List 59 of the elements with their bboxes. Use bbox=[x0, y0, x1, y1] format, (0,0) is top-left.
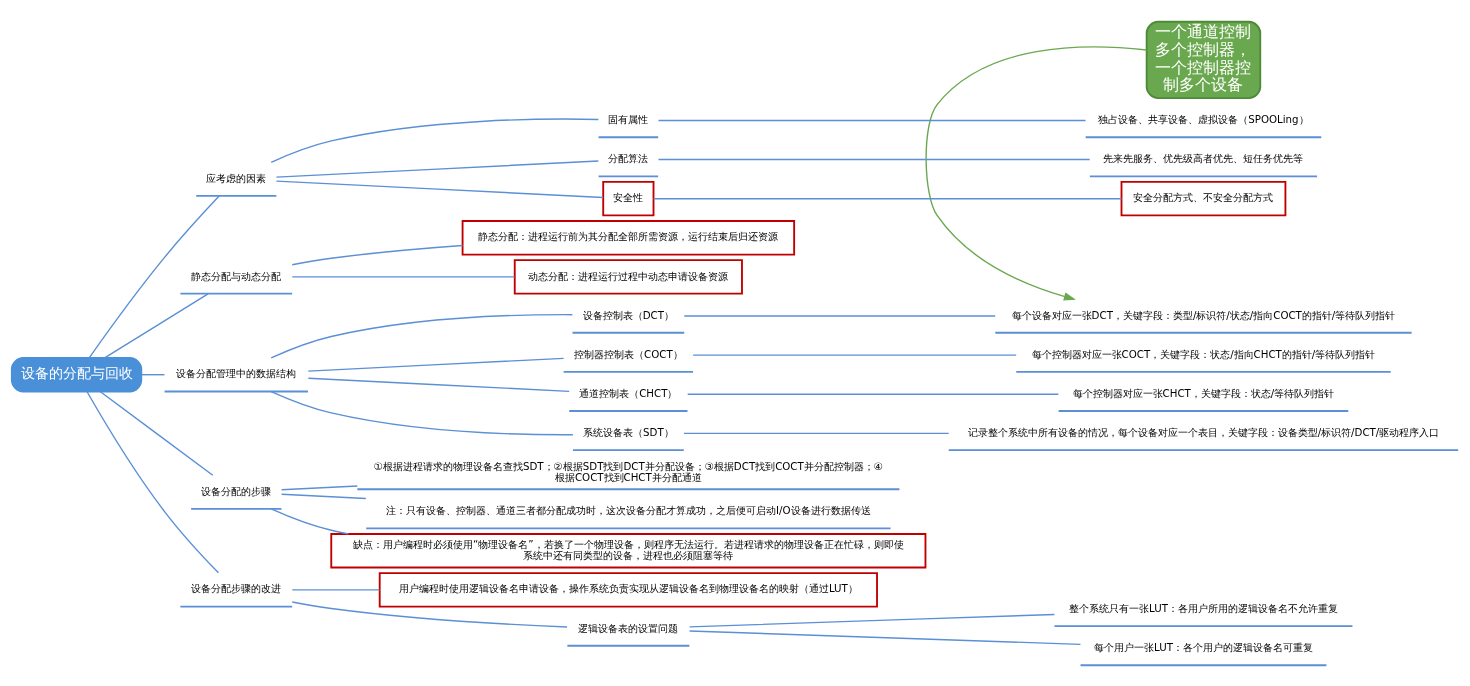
connector bbox=[270, 390, 574, 435]
node-box: 一个通道控制多个控制器，一个控制器控制多个设备 bbox=[1145, 20, 1262, 99]
node-text: 逻辑设备表的设置问题 bbox=[578, 621, 679, 634]
node-text: 注：只有设备、控制器、通道三者都分配成功时，这次设备分配才算成功，之后便可启动I/O设备进行数据传送 bbox=[386, 503, 871, 516]
node-box: 设备的分配与回收 bbox=[10, 356, 143, 392]
node-box: 动态分配：进程运行过程中动态申请设备资源 bbox=[513, 258, 743, 295]
node-text: 每个控制器对应一张COCT，关键字段：状态/指向CHCT的指针/等待队列指针 bbox=[1031, 347, 1376, 360]
node-text: 先来先服务、优先级高者优先、短任务优先等 bbox=[1103, 151, 1304, 164]
node-text: 独占设备、共享设备、虚拟设备（SPOOLing） bbox=[1098, 112, 1309, 125]
connector bbox=[683, 314, 996, 317]
node-text: 设备分配管理中的数据结构 bbox=[176, 366, 297, 379]
connector bbox=[291, 588, 381, 591]
connector bbox=[307, 357, 565, 372]
connector bbox=[683, 432, 950, 434]
node-text: 分配算法 bbox=[608, 151, 649, 164]
connector bbox=[657, 158, 1091, 160]
node-text: 系统设备表（SDT） bbox=[583, 425, 674, 438]
connector bbox=[291, 244, 464, 265]
node-text: 应考虑的因素 bbox=[206, 171, 267, 184]
node-text: 记录整个系统中所有设备的情况，每个设备对应一个表目，关键字段：设备类型/标识符/DCT/驱动程序入口 bbox=[967, 425, 1440, 438]
connector bbox=[270, 117, 600, 163]
node-box: 缺点：用户编程时必须使用“物理设备名”，若换了一个物理设备，则程序无法运行。若进程请求的物理设备正在忙碌，则即使系统中还有同类型的设备，进程也必须阻塞等待 bbox=[330, 532, 927, 568]
node-text: 每个设备对应一张DCT，关键字段：类型/标识符/状态/指向COCT的指针/等待队列指针 bbox=[1011, 308, 1396, 321]
connector bbox=[692, 353, 1017, 356]
node-text: 静态分配与动态分配 bbox=[191, 269, 282, 282]
connector bbox=[291, 600, 568, 628]
node-text: 整个系统只有一张LUT：各用户所用的逻辑设备名不允许重复 bbox=[1068, 601, 1338, 614]
connector bbox=[686, 393, 1060, 395]
connector bbox=[270, 313, 574, 359]
connector bbox=[86, 390, 220, 574]
connector bbox=[270, 507, 350, 535]
node-text: 设备分配的步骤 bbox=[201, 484, 272, 497]
connector bbox=[657, 119, 1087, 121]
node-text: 固有属性 bbox=[608, 112, 649, 125]
connector bbox=[141, 373, 166, 375]
connector bbox=[291, 275, 516, 278]
connector bbox=[307, 377, 570, 392]
connector bbox=[275, 159, 600, 178]
connector bbox=[280, 493, 367, 499]
node-box: 静态分配：进程运行前为其分配全部所需资源，运行结束后归还资源 bbox=[461, 219, 796, 255]
node-box: 安全分配方式、不安全分配方式 bbox=[1120, 180, 1287, 216]
node-text: ①根据进程请求的物理设备名查找SDT；②根据SDT找到DCT并分配设备；③根据DCT找到COCT并分配控制器；④根据COCT找到CHCT并分配通道 bbox=[373, 459, 883, 483]
connector bbox=[688, 629, 1082, 645]
connector bbox=[103, 292, 209, 359]
node-text: 每个用户一张LUT：各个用户的逻辑设备名可重复 bbox=[1093, 640, 1313, 653]
node-box: 用户编程时使用逻辑设备名申请设备，操作系统负责实现从逻辑设备名到物理设备名的映射（通过LUT） bbox=[378, 571, 878, 608]
connector bbox=[99, 390, 214, 476]
node-text: 控制器控制表（COCT） bbox=[574, 347, 683, 360]
node-text: 设备控制表（DCT） bbox=[582, 308, 674, 321]
node-text: 设备分配步骤的改进 bbox=[191, 581, 282, 594]
connector bbox=[275, 179, 604, 198]
connector bbox=[652, 197, 1123, 199]
connector bbox=[88, 194, 220, 358]
connector bbox=[688, 613, 1056, 628]
node-text: 通道控制表（CHCT） bbox=[579, 386, 678, 399]
arrow bbox=[925, 45, 1148, 301]
connector bbox=[280, 484, 359, 490]
node-text: 每个控制器对应一张CHCT，关键字段：状态/等待队列指针 bbox=[1072, 386, 1335, 399]
node-box: 安全性 bbox=[602, 180, 655, 216]
